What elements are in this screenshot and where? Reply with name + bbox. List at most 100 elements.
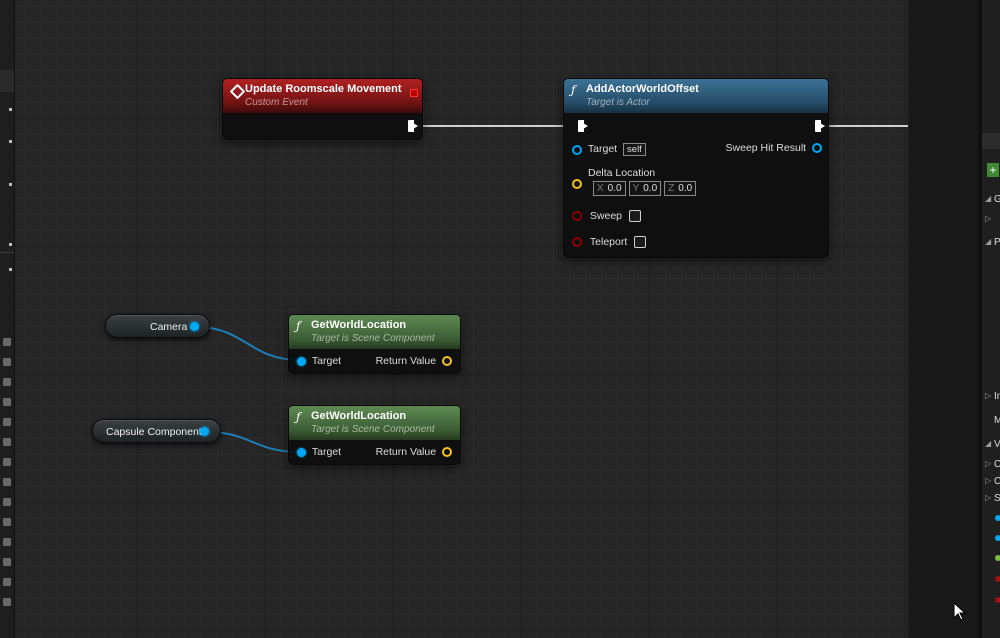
z-value: 0.0 [678, 183, 693, 194]
delta-location-label: Delta Location [588, 167, 656, 179]
section-row[interactable]: M [982, 414, 1000, 428]
target-pin[interactable] [297, 447, 306, 457]
exec-out-pin[interactable] [408, 120, 418, 132]
node-subtitle: Target is Scene Component [311, 333, 435, 344]
panel-checkbox[interactable] [3, 518, 11, 526]
function-icon: ƒ [296, 319, 301, 333]
panel-checkbox[interactable] [3, 398, 11, 406]
sweep-checkbox[interactable] [628, 210, 641, 223]
panel-checkbox[interactable] [3, 358, 11, 366]
left-panel-strip [0, 0, 15, 638]
function-icon: ƒ [296, 410, 301, 424]
panel-checkbox[interactable] [3, 498, 11, 506]
target-pin[interactable] [297, 356, 306, 366]
panel-checkbox[interactable] [3, 338, 11, 346]
panel-checkbox[interactable] [3, 418, 11, 426]
section-label: C [994, 459, 1000, 470]
section-row[interactable]: ▷C [982, 475, 1000, 489]
collapse-icon: ▷ [985, 214, 992, 223]
target-default-field[interactable]: self [623, 143, 646, 156]
expand-icon: ◢ [985, 237, 992, 246]
section-row[interactable]: ▷S [982, 492, 1000, 506]
camera-variable-node[interactable]: Camera [105, 314, 210, 338]
section-row[interactable]: ▷C [982, 458, 1000, 472]
target-label: Target [311, 446, 342, 458]
panel-checkbox[interactable] [3, 478, 11, 486]
section-label: S [994, 493, 1000, 504]
panel-gap [910, 0, 978, 638]
teleport-pin-row: Teleport [572, 236, 647, 249]
section-label: In [994, 391, 1000, 402]
node-header: ƒ AddActorWorldOffset Target is Actor [564, 79, 828, 113]
event-icon [229, 83, 246, 100]
panel-checkbox[interactable] [3, 558, 11, 566]
panel-checkbox[interactable] [3, 438, 11, 446]
node-title: GetWorldLocation [311, 410, 407, 422]
node-subtitle: Custom Event [245, 97, 308, 108]
node-subtitle: Target is Scene Component [311, 424, 435, 435]
node-header: ƒ GetWorldLocation Target is Scene Compo… [289, 315, 460, 349]
z-axis-label: Z [668, 183, 675, 194]
variable-type-dot [995, 515, 1000, 521]
sweep-hit-result-pin[interactable] [812, 143, 822, 154]
return-value-pin-row: Return Value [376, 355, 452, 367]
delegate-pin-icon[interactable] [410, 89, 418, 97]
capsule-output-pin[interactable] [200, 427, 209, 436]
target-pin[interactable] [572, 144, 582, 155]
target-label: Target [311, 355, 342, 367]
variable-type-dot [995, 597, 1000, 603]
panel-checkbox[interactable] [3, 538, 11, 546]
return-value-pin[interactable] [442, 356, 452, 367]
section-row[interactable]: ▷In [982, 390, 1000, 404]
teleport-checkbox[interactable] [634, 236, 647, 249]
camera-output-pin[interactable] [190, 322, 199, 331]
exec-out-pin[interactable] [815, 120, 825, 132]
node-header: ƒ GetWorldLocation Target is Scene Compo… [289, 406, 460, 440]
function-icon: ƒ [571, 83, 576, 97]
sweep-hit-pin-row: Sweep Hit Result [726, 142, 822, 154]
custom-event-node[interactable]: Update Roomscale Movement Custom Event [222, 78, 423, 140]
section-row[interactable]: ▷ [982, 213, 1000, 227]
sweep-pin[interactable] [572, 211, 582, 222]
capsule-variable-node[interactable]: Capsule Component [92, 419, 221, 443]
section-label: V [994, 439, 1000, 450]
panel-checkbox[interactable] [3, 378, 11, 386]
sweep-label: Sweep [589, 210, 623, 222]
panel-checkbox[interactable] [3, 458, 11, 466]
panel-checkbox[interactable] [3, 598, 11, 606]
panel-marker [9, 108, 12, 111]
panel-marker [9, 140, 12, 143]
return-value-pin-row: Return Value [376, 446, 452, 458]
return-value-label: Return Value [375, 355, 437, 367]
get-world-location-node[interactable]: ƒ GetWorldLocation Target is Scene Compo… [288, 314, 461, 374]
section-label: C [994, 476, 1000, 487]
target-pin-row: Target [297, 355, 341, 367]
panel-splitter[interactable] [978, 0, 982, 638]
details-header [982, 133, 1000, 149]
get-world-location-node[interactable]: ƒ GetWorldLocation Target is Scene Compo… [288, 405, 461, 465]
variable-type-dot [995, 576, 1000, 582]
node-title: AddActorWorldOffset [586, 83, 699, 95]
expand-icon: ◢ [985, 194, 992, 203]
sweep-pin-row: Sweep [572, 210, 641, 223]
collapse-icon: ▷ [985, 459, 992, 468]
variable-type-dot [995, 555, 1000, 561]
section-row[interactable]: ◢P [982, 236, 1000, 250]
teleport-pin[interactable] [572, 237, 582, 248]
delta-location-pin[interactable] [572, 179, 582, 189]
section-row[interactable]: ◢G [982, 193, 1000, 207]
add-button[interactable]: + [987, 163, 999, 177]
section-label: P [994, 237, 1000, 248]
section-row[interactable]: ◢V [982, 438, 1000, 452]
x-value: 0.0 [607, 183, 622, 194]
exec-in-pin[interactable] [578, 120, 588, 132]
add-actor-world-offset-node[interactable]: ƒ AddActorWorldOffset Target is Actor Ta… [563, 78, 829, 258]
return-value-pin[interactable] [442, 447, 452, 458]
panel-checkbox[interactable] [3, 578, 11, 586]
x-axis-label: X [597, 183, 604, 194]
expand-icon: ◢ [985, 439, 992, 448]
